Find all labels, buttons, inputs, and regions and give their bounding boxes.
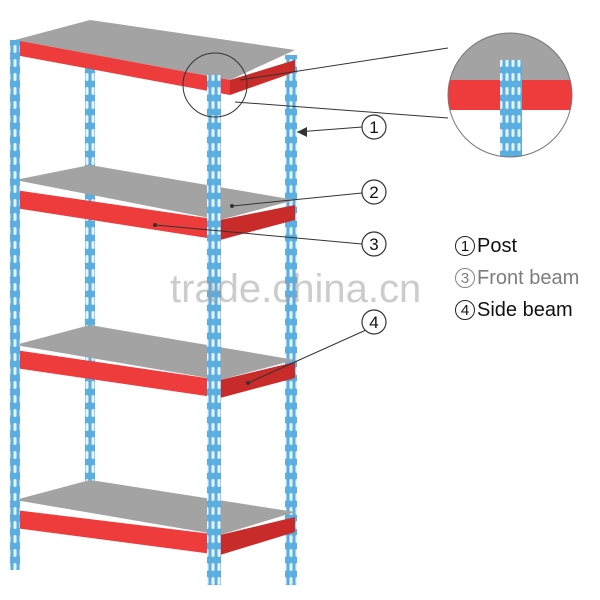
legend-number: 4 (455, 300, 475, 320)
leader-dot-4 (246, 381, 250, 385)
zoom-detail-inset (448, 33, 572, 157)
legend-label: Post (477, 234, 518, 257)
leader-dot-2 (230, 204, 234, 208)
callout-number: 3 (369, 235, 378, 254)
callout-2: 2 (361, 179, 387, 205)
front-post-left (10, 40, 20, 570)
legend-number: 1 (455, 236, 475, 256)
leader-line-4 (247, 329, 367, 384)
shelf-level-3 (15, 325, 295, 398)
parts-legend: 1 Post 3 Front beam 4 Side beam (455, 233, 579, 329)
detail-highlight-circle (182, 52, 248, 118)
shelf-level-4 (15, 480, 295, 555)
leader-arrow-1 (297, 127, 307, 137)
legend-item-side-beam: 4 Side beam (455, 297, 579, 323)
callout-4: 4 (361, 309, 387, 335)
legend-item-post: 1 Post (455, 233, 579, 259)
legend-label: Front beam (477, 266, 580, 289)
leader-line-1 (296, 126, 363, 133)
watermark: trade.china.cn (170, 267, 421, 311)
leader-line-3 (154, 224, 363, 245)
callout-3: 3 (361, 231, 387, 257)
callout-number: 4 (369, 313, 378, 332)
legend-label: Side beam (477, 298, 573, 321)
leader-dot-3 (153, 223, 157, 227)
detail-pointer-line (239, 47, 449, 81)
shelf-level-1 (15, 20, 295, 95)
detail-pointer-line-2 (234, 101, 449, 119)
legend-item-front-beam: 3 Front beam (455, 265, 579, 291)
callout-number: 2 (369, 183, 378, 202)
callout-number: 1 (369, 118, 378, 137)
back-post-right (285, 55, 297, 585)
shelf-level-2 (15, 165, 295, 240)
callout-1: 1 (361, 114, 387, 140)
leader-line-2 (231, 192, 363, 207)
zoom-detail-circle (447, 32, 573, 158)
legend-number: 3 (455, 268, 475, 288)
front-post-right (207, 75, 221, 585)
back-post-left (85, 55, 95, 485)
